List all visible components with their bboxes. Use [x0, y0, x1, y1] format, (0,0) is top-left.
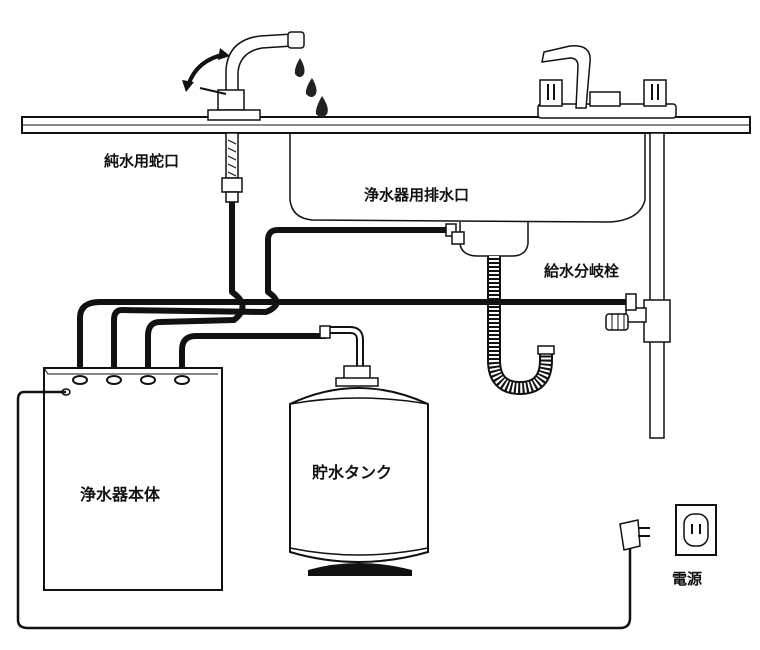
power-plug-icon — [619, 519, 650, 551]
label-tank: 貯水タンク — [312, 463, 392, 482]
drain-fitting-icon — [445, 223, 465, 245]
tube-tank — [179, 333, 326, 378]
tube-faucet — [145, 202, 246, 378]
kitchen-faucet-icon — [537, 45, 677, 119]
water-tubes — [77, 202, 626, 378]
supply-pipe — [643, 132, 671, 439]
power-cord — [16, 390, 632, 630]
purifier-unit — [43, 367, 223, 591]
pure-water-faucet-icon — [182, 31, 305, 121]
label-drain: 浄水器用排水口 — [364, 186, 469, 204]
faucet-shank — [221, 132, 243, 203]
countertop — [21, 116, 751, 134]
label-pure-water-faucet: 純水用蛇口 — [104, 152, 179, 170]
water-drops-icon — [294, 58, 328, 117]
label-branch-valve: 給水分岐栓 — [544, 262, 619, 280]
label-unit-body: 浄水器本体 — [80, 485, 161, 504]
label-power: 電源 — [672, 570, 702, 588]
storage-tank — [289, 387, 429, 576]
tube-supply — [77, 299, 626, 378]
tank-connector — [319, 325, 379, 387]
branch-valve-icon — [605, 293, 647, 331]
power-outlet-icon — [675, 504, 717, 556]
drain-pipe — [487, 256, 555, 396]
